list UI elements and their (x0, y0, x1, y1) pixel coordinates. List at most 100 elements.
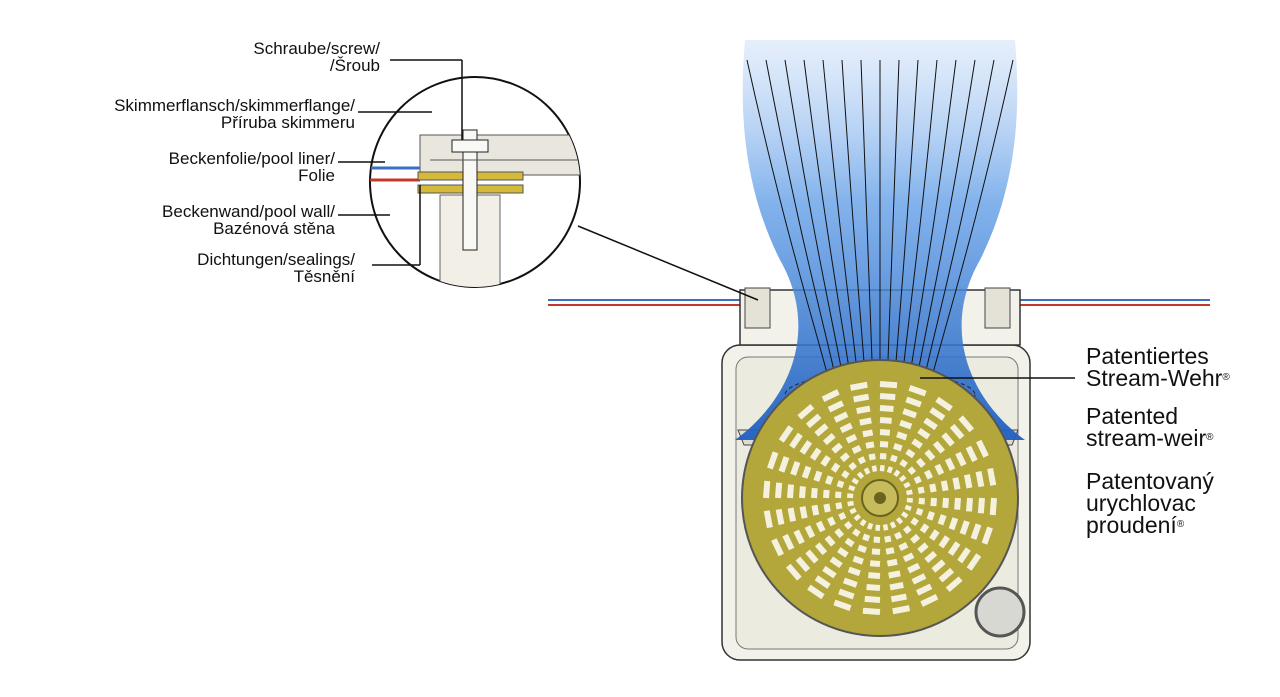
basket-slot (893, 469, 901, 478)
basket-slot (864, 595, 881, 603)
basket-slot (807, 584, 825, 600)
basket-slot (942, 497, 949, 509)
basket-slot (905, 448, 916, 459)
basket-slot (793, 529, 805, 545)
basket-slot (799, 506, 808, 519)
basket-slot (848, 461, 858, 471)
basket-slot (805, 413, 822, 429)
basket-slot (843, 520, 853, 530)
basket-slot (938, 567, 955, 583)
basket-slot (929, 407, 946, 421)
basket-slot (833, 411, 849, 423)
basket-slot (900, 511, 909, 519)
basket-slot (907, 562, 921, 574)
basket-slot (906, 489, 913, 496)
basket-slot (848, 485, 856, 492)
basket-slot (926, 510, 935, 521)
basket-slot (957, 547, 971, 564)
basket-slot (915, 457, 926, 468)
basket-slot (852, 528, 861, 537)
basket-slot (775, 508, 785, 525)
basket-slot (879, 381, 898, 389)
basket-slot (866, 583, 881, 591)
basket-slot (965, 497, 973, 512)
basket-slot (963, 474, 973, 489)
basket-slot (822, 565, 837, 579)
basket-slot (831, 442, 843, 454)
basket-slot (841, 470, 850, 479)
basket-slot (787, 507, 797, 522)
basket-slot (778, 425, 794, 443)
basket-slot (862, 607, 881, 615)
basket-slot (917, 486, 925, 494)
basket-slot (899, 419, 913, 430)
basket-slot (830, 462, 841, 473)
basket-slot (907, 466, 917, 476)
basket-slot (945, 576, 963, 593)
basket-slot (937, 514, 947, 526)
basket-slot (894, 531, 903, 540)
basket-slot (825, 475, 834, 486)
basket-slot (871, 465, 878, 472)
basket-slot (845, 433, 858, 444)
basket-slot (934, 463, 945, 476)
skimmer-basket (741, 359, 1019, 637)
basket-slot (787, 484, 795, 499)
basket-slot (851, 477, 860, 485)
basket-slot (795, 556, 811, 573)
basket-slot (823, 503, 831, 513)
basket-slot (797, 403, 815, 420)
basket-slot (892, 443, 903, 452)
basket-slot (785, 563, 802, 581)
basket-slot (924, 449, 936, 461)
basket-slot (929, 529, 940, 541)
basket-slot (833, 599, 852, 611)
callout-screw: Schraube/screw//Šroub (253, 39, 380, 75)
basket-slot (910, 533, 921, 544)
basket-slot (915, 583, 933, 596)
callout-pool-wall: Beckenwand/pool wall/Bazénová stěna (162, 202, 335, 238)
basket-slot (902, 525, 912, 535)
basket-slot (941, 432, 955, 447)
basket-slot (920, 594, 939, 607)
basket-slot (890, 593, 907, 603)
basket-slot (913, 475, 922, 484)
basket-slot (853, 393, 870, 403)
basket-slot (879, 417, 892, 424)
basket-slot (904, 504, 912, 511)
callout-sealings: Dichtungen/sealings/Těsnění (197, 250, 355, 286)
basket-slot (824, 535, 836, 547)
basket-slot (851, 445, 862, 454)
basket-slot (947, 541, 961, 556)
basket-slot (857, 544, 868, 553)
basket-slot (903, 481, 911, 489)
basket-slot (767, 451, 779, 470)
skimmer-outlet (974, 586, 1026, 638)
basket-slot (838, 512, 847, 521)
basket-slot (938, 535, 951, 549)
basket-slot (958, 415, 975, 433)
basket-slot (889, 521, 897, 529)
basket-slot (790, 460, 801, 476)
basket-slot (935, 396, 953, 412)
basket-slot (886, 558, 898, 567)
basket-slot (815, 520, 826, 533)
basket-slot (763, 480, 771, 499)
basket-slot (975, 471, 985, 488)
basket-slot (908, 385, 927, 397)
basket-slot (949, 423, 965, 440)
basket-slot (940, 480, 949, 492)
basket-slot (778, 456, 790, 473)
basket-slot (842, 577, 858, 588)
basket-slot (838, 588, 855, 600)
basket-slot (919, 523, 930, 534)
basket-slot (932, 440, 946, 454)
basket-slot (966, 553, 982, 571)
basket-slot (884, 535, 892, 543)
basket-slot (930, 497, 937, 507)
basket-slot (896, 431, 908, 441)
basket-slot (782, 533, 795, 551)
basket-slot (775, 482, 783, 499)
